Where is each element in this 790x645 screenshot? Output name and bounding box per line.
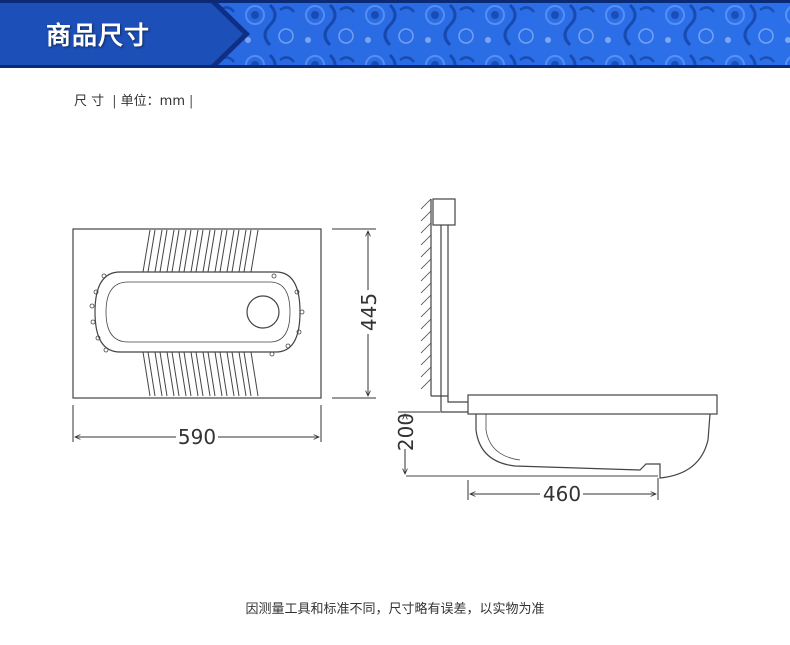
header-banner: 商品尺寸	[0, 0, 790, 68]
pan-body	[475, 413, 711, 479]
separator-left: |	[112, 94, 117, 109]
unit-label: 单位：mm	[120, 94, 185, 109]
section-title: 商品尺寸	[46, 21, 151, 50]
top-view	[72, 228, 322, 399]
dimension-length	[467, 478, 659, 500]
footrest-grooves-bottom	[142, 351, 259, 397]
flush-tank	[432, 198, 456, 226]
header-pattern-graphic	[0, 0, 790, 68]
footrest-grooves-top	[142, 229, 259, 273]
side-view	[406, 198, 718, 479]
dimension-width	[72, 405, 322, 442]
dimension-width-label: 590	[178, 425, 216, 449]
bowl-outline	[94, 271, 301, 353]
pan-rim	[467, 394, 718, 415]
bowl-inner	[105, 281, 291, 343]
separator-right: |	[189, 94, 194, 109]
measurement-disclaimer: 因测量工具和标准不同，尺寸略有误差，以实物为准	[245, 602, 545, 617]
drain-hole	[246, 295, 280, 329]
dimension-depth-label: 445	[357, 293, 381, 331]
rim-holes	[89, 273, 305, 357]
unit-line: 尺 寸 |单位：mm|	[74, 90, 197, 109]
wall-hatching	[420, 198, 432, 390]
top-view-outline	[72, 228, 322, 399]
dimension-length-label: 460	[543, 482, 581, 506]
dimension-height-label: 200	[394, 413, 418, 451]
dimension-depth	[332, 228, 376, 399]
dimension-height	[398, 411, 440, 474]
size-label: 尺 寸	[74, 94, 105, 109]
